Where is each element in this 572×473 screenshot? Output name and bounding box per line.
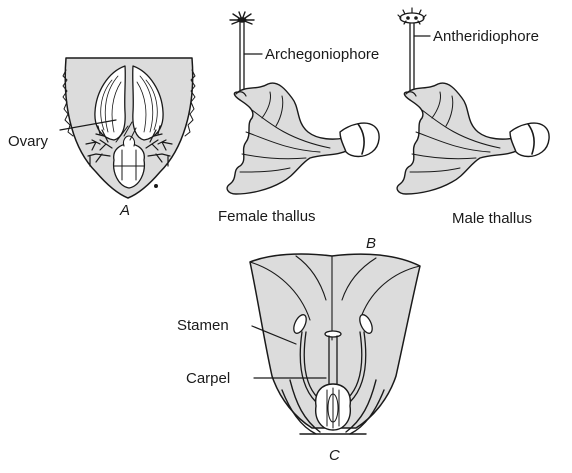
male-thallus-curl	[510, 123, 549, 156]
panel-a-letter: A	[120, 203, 130, 218]
ovary-label: Ovary	[8, 134, 48, 149]
female-thallus-body	[227, 83, 348, 194]
female-thallus-curl	[340, 123, 379, 156]
archegoniophore-label: Archegoniophore	[265, 47, 379, 62]
ovary-dot	[155, 185, 158, 188]
panel-b-letter: B	[366, 236, 376, 251]
panel-a-ovary-diagram	[60, 58, 195, 198]
antheridiophore-head	[398, 8, 426, 24]
male-thallus-caption: Male thallus	[452, 211, 532, 226]
panel-c-flower-diagram	[250, 254, 420, 434]
archegoniophore-stalk	[240, 22, 244, 92]
ovary-top-bud	[123, 136, 134, 146]
carpel-label: Carpel	[186, 371, 230, 386]
archegoniophore-head	[230, 12, 254, 24]
male-thallus-body	[397, 83, 518, 194]
stamen-label: Stamen	[177, 318, 229, 333]
panel-b-female-thallus-diagram	[227, 12, 379, 194]
antheridiophore-stalk	[410, 22, 414, 92]
panel-c-letter: C	[329, 448, 340, 463]
female-thallus-caption: Female thallus	[218, 209, 316, 224]
antheridiophore-label: Antheridiophore	[433, 29, 539, 44]
